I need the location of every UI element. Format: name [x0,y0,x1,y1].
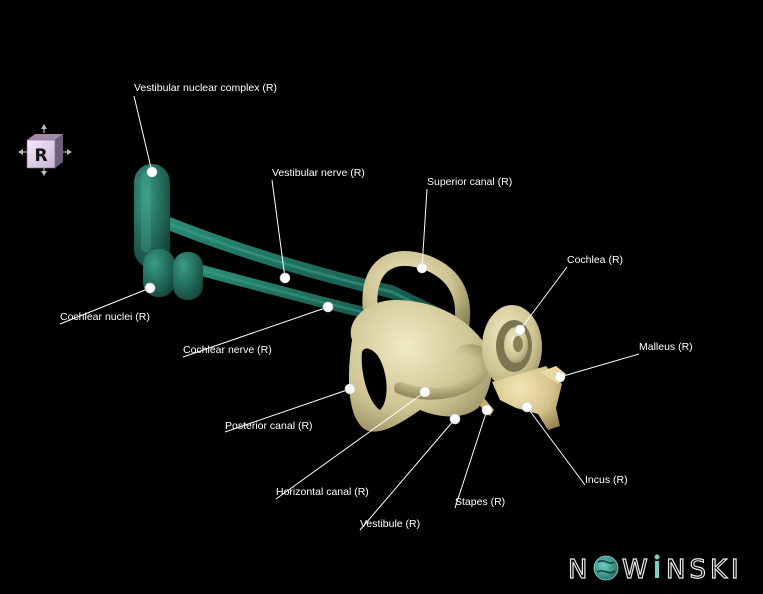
label-posterior-canal: Posterior canal (R) [225,420,313,432]
pin-markers [144,166,566,425]
brand-figure-icon [654,554,660,578]
nerve-structures [134,164,457,336]
pin-incus [521,401,533,413]
pin-posterior-canal [344,383,356,395]
label-incus: Incus (R) [585,474,628,486]
pin-horizontal-canal [419,386,431,398]
label-cochlear-nuclei: Cochlear nuclei (R) [60,311,150,323]
label-cochlea: Cochlea (R) [567,254,623,266]
brand-letter-n: N [568,555,591,585]
pin-cochlear-nuclei [144,282,156,294]
brand-letter-w: W [622,555,652,585]
pin-cochlear-nerve [322,301,334,313]
nowinski-logo: N W NSKI [567,554,743,585]
brand-globe-icon [593,555,619,581]
pin-malleus [554,371,566,383]
leader-lines [59,95,640,531]
pin-superior-canal [416,262,428,274]
pin-vestibule [449,413,461,425]
label-stapes: Stapes (R) [455,496,505,508]
structure-labels: Vestibular nuclear complex (R) Vestibula… [60,82,693,530]
pin-cochlea [514,324,526,336]
label-cochlear-nerve: Cochlear nerve (R) [183,344,272,356]
brand-letters-nski: NSKI [666,555,743,585]
orientation-letter: R [34,146,47,166]
label-malleus: Malleus (R) [639,341,693,353]
pin-vestibular-nuclear-complex [146,166,158,178]
inner-ear-labyrinth [348,251,542,432]
label-vestibule: Vestibule (R) [360,518,420,530]
label-superior-canal: Superior canal (R) [427,176,512,188]
orientation-cube[interactable]: R [18,124,72,176]
label-vestibular-nerve: Vestibular nerve (R) [272,167,365,179]
label-horizontal-canal: Horizontal canal (R) [276,486,369,498]
label-vestibular-nuclear-complex: Vestibular nuclear complex (R) [134,82,277,94]
pin-stapes [481,404,493,416]
pin-vestibular-nerve [279,272,291,284]
